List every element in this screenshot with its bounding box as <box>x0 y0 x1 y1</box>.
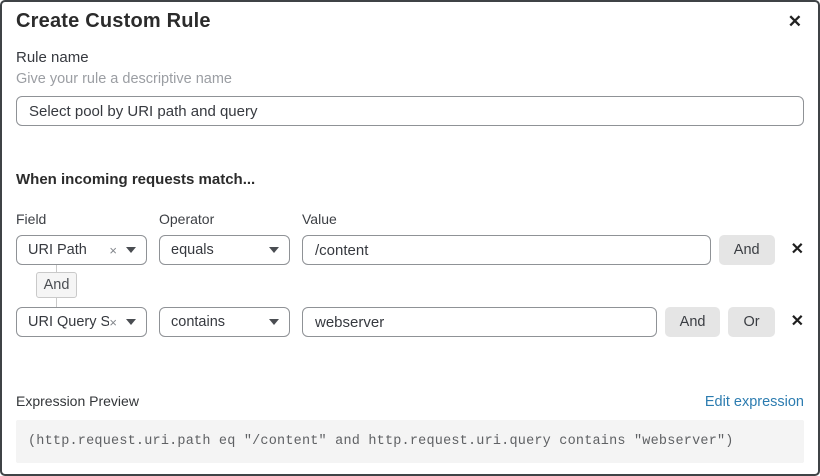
expression-preview-label: Expression Preview <box>16 393 139 409</box>
condition-connector: And <box>36 265 77 307</box>
chevron-down-icon[interactable] <box>269 247 279 253</box>
and-connector-badge: And <box>36 272 77 298</box>
value-input[interactable] <box>302 307 657 337</box>
conjunction-buttons: And <box>718 235 775 265</box>
and-button[interactable]: And <box>664 307 721 337</box>
operator-select[interactable]: equals <box>159 235 290 265</box>
field-column-label: Field <box>16 211 47 227</box>
close-icon[interactable]: ✕ <box>787 12 802 31</box>
operator-select[interactable]: contains <box>159 307 290 337</box>
condition-row: URI Query St... × contains And Or ✕ <box>16 307 804 337</box>
field-select-value: URI Path <box>28 242 87 258</box>
operator-select-value: contains <box>171 314 226 330</box>
connector-line <box>56 265 57 272</box>
match-section-heading: When incoming requests match... <box>16 171 256 188</box>
connector-line <box>56 298 57 307</box>
chevron-down-icon[interactable] <box>126 319 136 325</box>
chevron-down-icon[interactable] <box>269 319 279 325</box>
expression-preview-header: Expression Preview Edit expression <box>16 393 804 410</box>
rule-name-label: Rule name <box>16 49 89 66</box>
operator-select-value: equals <box>171 242 214 258</box>
remove-condition-icon[interactable]: ✕ <box>790 241 804 258</box>
value-column-label: Value <box>302 211 337 227</box>
operator-column-label: Operator <box>159 211 215 227</box>
clear-field-icon[interactable]: × <box>109 242 117 258</box>
conjunction-buttons: And Or <box>664 307 775 337</box>
edit-expression-link[interactable]: Edit expression <box>704 394 804 410</box>
rule-name-helper: Give your rule a descriptive name <box>16 71 232 87</box>
value-input[interactable] <box>302 235 711 265</box>
or-button[interactable]: Or <box>728 307 775 337</box>
expression-code-preview: (http.request.uri.path eq "/content" and… <box>16 420 804 463</box>
chevron-down-icon[interactable] <box>126 247 136 253</box>
dialog-title: Create Custom Rule <box>16 10 211 32</box>
field-select-value: URI Query St... <box>28 314 110 330</box>
condition-row: URI Path × equals And ✕ <box>16 235 804 265</box>
condition-column-headers: Field Operator Value <box>16 211 804 227</box>
clear-field-icon[interactable]: × <box>109 314 117 330</box>
and-button[interactable]: And <box>718 235 775 265</box>
field-select[interactable]: URI Path × <box>16 235 147 265</box>
field-select[interactable]: URI Query St... × <box>16 307 147 337</box>
rule-name-input[interactable] <box>16 96 804 126</box>
remove-condition-icon[interactable]: ✕ <box>790 313 804 330</box>
